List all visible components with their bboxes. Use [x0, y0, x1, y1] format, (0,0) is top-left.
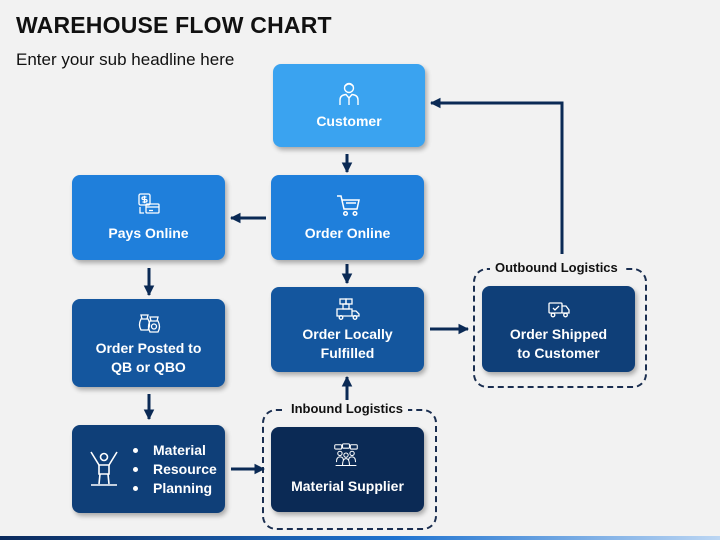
order-locally-fulfilled-node[interactable]: Order Locally Fulfilled	[271, 287, 424, 372]
team-meeting-icon	[333, 443, 363, 473]
page-subtitle: Enter your sub headline here	[16, 50, 235, 69]
pays-online-node[interactable]: Pays Online	[72, 175, 225, 260]
person-raising-arms-icon	[87, 449, 121, 489]
material-planning-list: Material Resource Planning	[129, 441, 217, 498]
order-online-label: Order Online	[304, 225, 391, 241]
material-resource-planning-node[interactable]: Material Resource Planning	[72, 425, 225, 513]
page-title: WAREHOUSE FLOW CHART	[16, 12, 332, 38]
shopping-cart-icon	[335, 192, 361, 218]
pays-online-label: Pays Online	[108, 225, 189, 241]
order-locally-fulfilled-label: Order Locally Fulfilled	[302, 326, 393, 361]
order-posted-node[interactable]: Order Posted to QB or QBO	[72, 299, 225, 387]
customer-node[interactable]: Customer	[273, 64, 425, 147]
material-planning-item: Planning	[129, 479, 217, 498]
order-posted-label: Order Posted to QB or QBO	[95, 340, 202, 375]
money-bags-icon	[136, 309, 162, 335]
inbound-logistics-label: Inbound Logistics	[286, 401, 408, 416]
outbound-logistics-label: Outbound Logistics	[490, 260, 623, 275]
customer-icon	[336, 80, 362, 106]
order-online-node[interactable]: Order Online	[271, 175, 424, 260]
order-shipped-node[interactable]: Order Shipped to Customer	[482, 286, 635, 372]
material-supplier-label: Material Supplier	[291, 478, 404, 494]
bottom-accent-bar	[0, 536, 720, 540]
truck-check-icon	[546, 296, 572, 322]
arrow-shipped-to-customer	[429, 97, 564, 254]
material-planning-item: Resource	[129, 460, 217, 479]
delivery-truck-icon	[335, 296, 361, 322]
customer-label: Customer	[316, 113, 382, 129]
online-payment-icon	[136, 192, 162, 218]
material-planning-item: Material	[129, 441, 217, 460]
order-shipped-label: Order Shipped to Customer	[509, 325, 608, 361]
material-supplier-node[interactable]: Material Supplier	[271, 427, 424, 512]
